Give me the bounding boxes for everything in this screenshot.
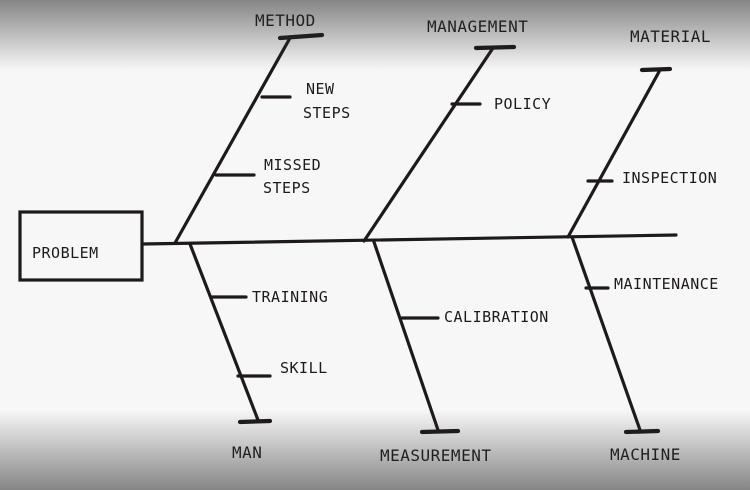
label-skill: SKILL	[280, 359, 328, 377]
label-policy: POLICY	[494, 95, 551, 113]
bone-method	[173, 36, 292, 245]
bone-method-cap	[277, 32, 325, 41]
bone-machine-cap	[623, 428, 661, 435]
label-maintenance: MAINTENANCE	[614, 275, 719, 293]
bone-material-cap	[639, 66, 673, 73]
label-missed-steps-1: MISSED	[264, 156, 321, 174]
bone-measurement-cap	[419, 428, 461, 435]
label-management: MANAGEMENT	[427, 17, 528, 36]
problem-label: PROBLEM	[32, 244, 99, 262]
label-man: MAN	[232, 443, 262, 462]
label-calibration: CALIBRATION	[444, 308, 549, 326]
label-new-steps-2: STEPS	[303, 104, 351, 122]
label-new-steps-1: NEW	[306, 80, 335, 98]
spine	[140, 233, 678, 246]
label-training: TRAINING	[252, 288, 328, 306]
label-method: METHOD	[255, 11, 316, 30]
bone-machine	[570, 235, 642, 432]
label-material: MATERIAL	[630, 27, 711, 46]
bone-man-cap	[237, 418, 273, 425]
label-inspection: INSPECTION	[622, 169, 717, 187]
bone-material	[566, 68, 662, 239]
bone-management	[362, 46, 495, 243]
label-missed-steps-2: STEPS	[263, 179, 311, 197]
bone-measurement	[372, 240, 440, 432]
bone-man	[188, 242, 260, 422]
label-machine: MACHINE	[610, 445, 681, 464]
label-measurement: MEASUREMENT	[380, 446, 491, 465]
bone-management-cap	[473, 44, 517, 51]
